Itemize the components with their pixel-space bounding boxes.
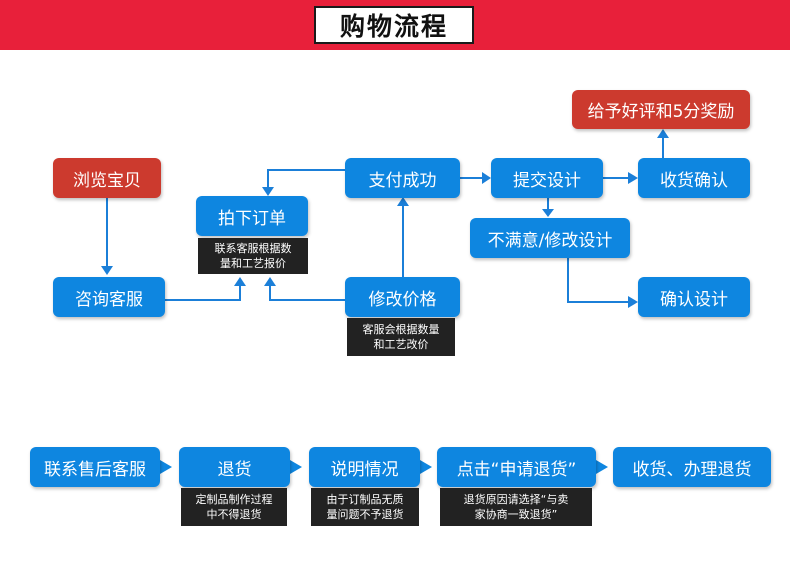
submit-design-box: 提交设计	[491, 158, 603, 198]
consult-service-box: 咨询客服	[53, 277, 165, 317]
place-order-note: 联系客服根据数 量和工艺报价	[198, 238, 308, 274]
modify-price-note: 客服会根据数量 和工艺改价	[347, 318, 455, 356]
return-goods-box: 退货	[179, 447, 290, 487]
pay-success-box: 支付成功	[345, 158, 460, 198]
reward-box: 给予好评和5分奖励	[572, 90, 750, 129]
click-request-note: 退货原因请选择“与卖 家协商一致退货”	[440, 488, 592, 526]
modify-price-box: 修改价格	[345, 277, 460, 317]
receive-handle-return-box: 收货、办理退货	[613, 447, 771, 487]
page-title: 购物流程	[314, 6, 474, 44]
confirm-receipt-box: 收货确认	[638, 158, 750, 198]
contact-after-sales-box: 联系售后客服	[30, 447, 160, 487]
click-request-return-box: 点击“申请退货”	[437, 447, 596, 487]
unsatisfied-modify-box: 不满意/修改设计	[470, 218, 630, 258]
explain-situation-note: 由于订制品无质 量问题不予退货	[311, 488, 419, 526]
explain-situation-box: 说明情况	[309, 447, 420, 487]
place-order-box: 拍下订单	[196, 196, 308, 236]
return-goods-note: 定制品制作过程 中不得退货	[181, 488, 287, 526]
confirm-design-box: 确认设计	[638, 277, 750, 317]
browse-item-box: 浏览宝贝	[53, 158, 161, 198]
